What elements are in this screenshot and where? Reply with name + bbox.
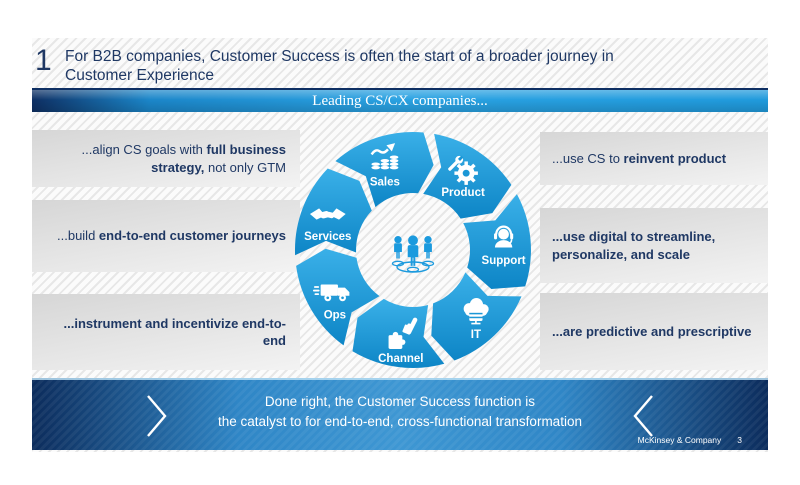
segment-services (294, 168, 372, 256)
benefit-text: full business strategy, (151, 142, 286, 175)
segment-label-it: IT (471, 329, 481, 341)
benefit-text: not only GTM (204, 159, 286, 175)
leading-companies-banner: Leading CS/CX companies... (32, 88, 768, 112)
benefit-block-predictive: ...are predictive and prescriptive (540, 293, 768, 370)
benefit-text: ...instrument and incentivize end-to-end (63, 315, 286, 348)
slide-footer: McKinsey & Company 3 (638, 435, 742, 445)
benefit-text: ...use CS to (552, 150, 624, 166)
segment-support (463, 194, 531, 289)
page-title: For B2B companies, Customer Success is o… (65, 48, 614, 85)
benefit-text: end-to-end customer journeys (98, 228, 286, 244)
benefit-block-align-cs-goals: ...align CS goals with full business str… (32, 130, 300, 187)
segment-ops (296, 248, 380, 346)
services-handshake-icon (309, 208, 346, 220)
conclusion-banner: Done right, the Customer Success functio… (32, 378, 768, 450)
segment-label-sales: Sales (370, 177, 400, 189)
segment-label-support: Support (482, 255, 526, 267)
product-gear-wrench-icon (448, 155, 478, 185)
support-headset-icon (494, 225, 514, 248)
segment-channel (352, 298, 445, 369)
segment-label-product: Product (441, 187, 485, 199)
benefit-text: ...build (57, 228, 99, 244)
team-people-icon (391, 235, 435, 273)
it-cloud-server-icon (463, 298, 489, 325)
leading-companies-banner-label: Leading CS/CX companies... (312, 93, 488, 109)
benefit-text: ...align CS goals with (81, 142, 207, 158)
benefit-block-reinvent-product: ...use CS to reinvent product (540, 132, 768, 185)
segment-sales (335, 132, 434, 208)
page-number: 3 (737, 435, 742, 445)
benefit-text: ...are predictive and prescriptive (552, 323, 752, 339)
benefit-text: reinvent product (623, 150, 727, 166)
segment-label-channel: Channel (378, 353, 423, 365)
channel-puzzle-icon (388, 317, 418, 349)
ops-truck-icon (312, 284, 350, 302)
conclusion-line-2: the catalyst to for end-to-end, cross-fu… (218, 414, 582, 430)
brand-label: McKinsey & Company (637, 435, 722, 445)
segment-label-services: Services (304, 231, 351, 243)
slide-content-area: 1 For B2B companies, Customer Success is… (32, 38, 768, 452)
segment-label-ops: Ops (324, 310, 346, 322)
chevron-left-icon (633, 395, 653, 437)
benefit-block-build-journeys: ...build end-to-end customer journeys (32, 200, 300, 272)
chevron-right-icon (147, 395, 167, 437)
benefit-block-use-digital: ...use digital to streamline, personaliz… (540, 208, 768, 283)
sales-growth-coins-icon (370, 143, 399, 170)
conclusion-text: Done right, the Customer Success functio… (32, 392, 768, 433)
conclusion-line-1: Done right, the Customer Success functio… (264, 394, 536, 409)
slide-number: 1 (35, 44, 52, 77)
benefit-block-instrument: ...instrument and incentivize end-to-end (32, 294, 300, 370)
benefit-text: ...use digital to streamline, personaliz… (552, 229, 716, 262)
